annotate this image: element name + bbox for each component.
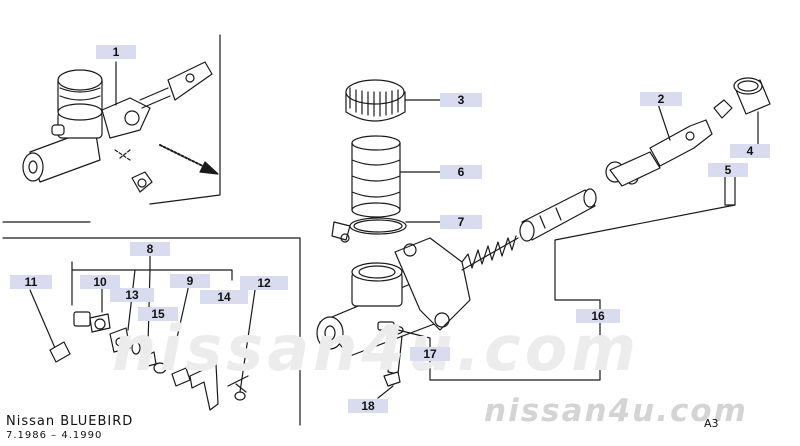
callout-14[interactable]: 14 <box>200 290 248 304</box>
push-rod-part-2 <box>605 103 713 187</box>
callout-18[interactable]: 18 <box>348 399 388 413</box>
callout-16[interactable]: 16 <box>576 309 620 323</box>
bolt-part-18 <box>377 325 404 399</box>
bushing-part-4 <box>733 77 771 151</box>
callout-3[interactable]: 3 <box>440 93 482 107</box>
reservoir-cap-part-3 <box>345 79 451 122</box>
reservoir-part-6 <box>351 135 451 218</box>
callout-12[interactable]: 12 <box>240 276 288 290</box>
diagram-reference: A3 <box>704 417 719 430</box>
callout-10[interactable]: 10 <box>80 275 120 289</box>
fitting-parts-sub-assembly <box>49 311 249 411</box>
callout-9[interactable]: 9 <box>170 274 210 288</box>
inset-frame-lines <box>2 34 301 426</box>
callout-1[interactable]: 1 <box>96 45 136 59</box>
piston-part <box>519 188 597 242</box>
callout-11[interactable]: 11 <box>10 275 52 289</box>
master-cylinder-body <box>316 237 471 357</box>
callout-7[interactable]: 7 <box>440 215 482 229</box>
vehicle-model: Nissan BLUEBIRD <box>6 414 134 429</box>
spring-part <box>461 235 519 271</box>
watermark-faint: nissan4u.com <box>112 312 640 385</box>
callout-5[interactable]: 5 <box>708 163 748 177</box>
master-cylinder-assembly-inset <box>22 61 219 193</box>
callout-6[interactable]: 6 <box>440 165 482 179</box>
callout-8[interactable]: 8 <box>130 242 170 256</box>
callout-15[interactable]: 15 <box>138 307 178 321</box>
watermark: nissan4u.com <box>484 393 748 429</box>
clamp-part-7 <box>331 217 451 243</box>
production-years: 7.1986 – 4.1990 <box>6 430 103 441</box>
pin-part-5 <box>713 99 733 119</box>
callout-17[interactable]: 17 <box>410 347 450 361</box>
callout-13[interactable]: 13 <box>110 288 154 302</box>
callout-2[interactable]: 2 <box>640 92 682 106</box>
callout-4[interactable]: 4 <box>730 144 770 158</box>
